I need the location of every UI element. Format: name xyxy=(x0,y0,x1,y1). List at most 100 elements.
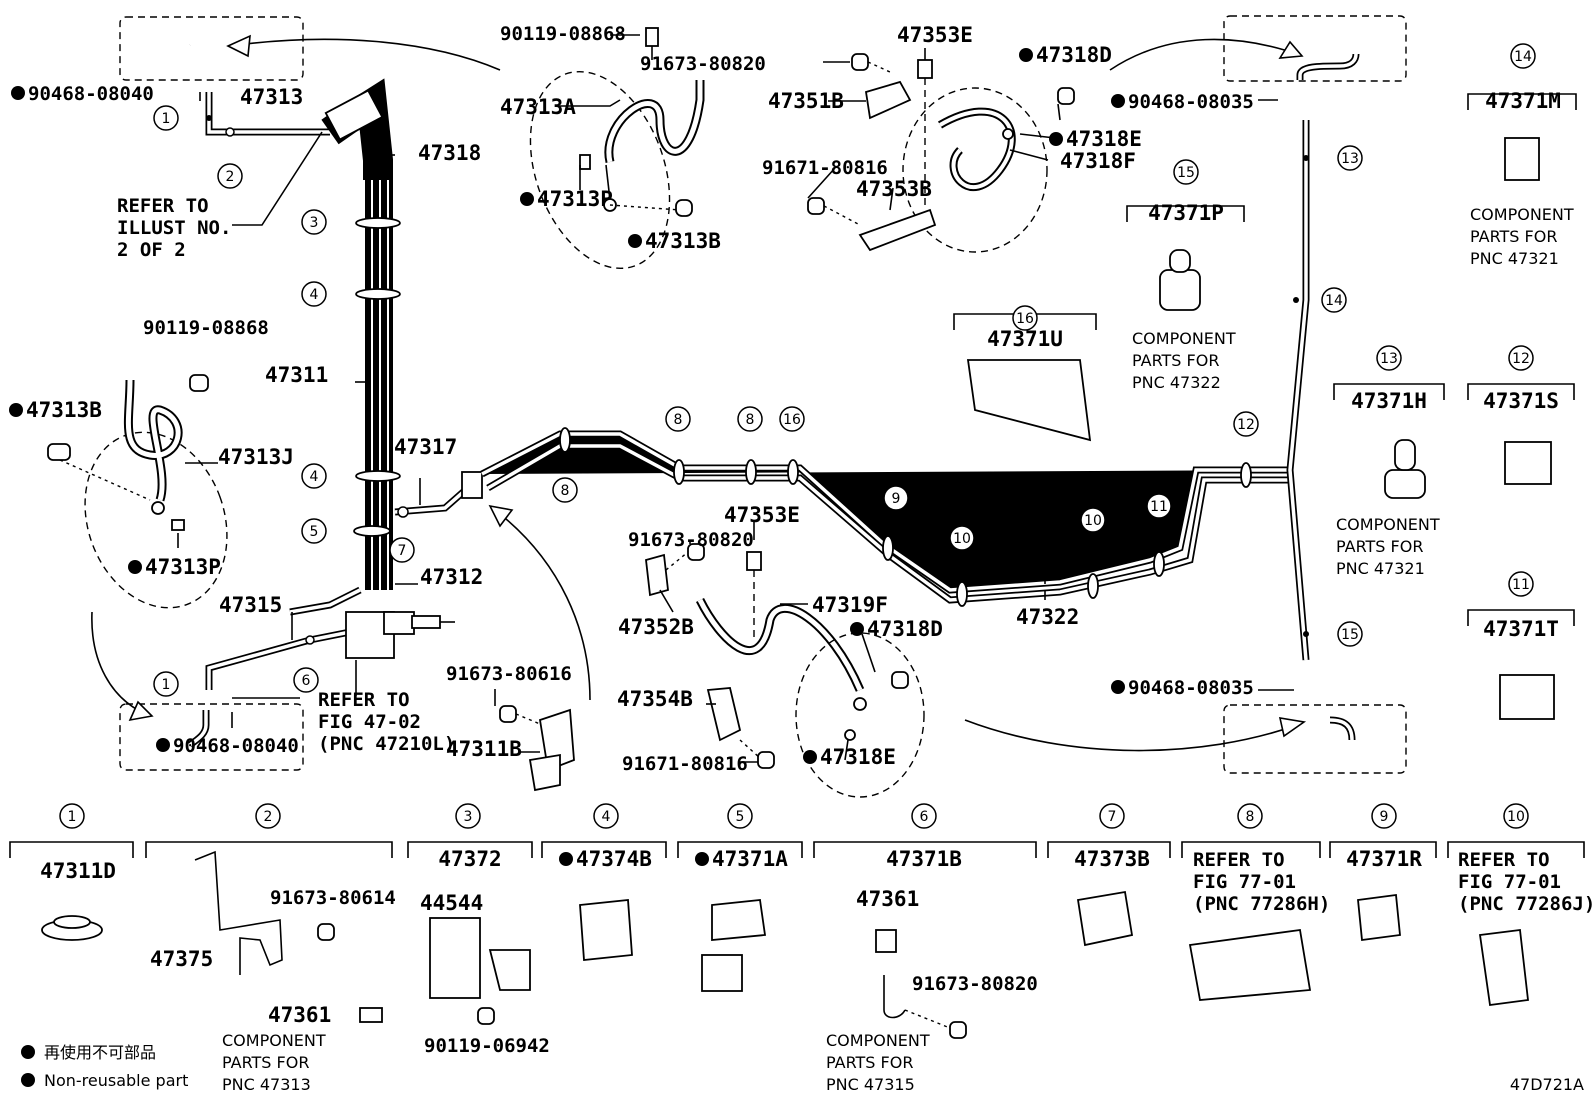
bottom-row-art xyxy=(41,850,1529,1039)
arrow-bottom-right xyxy=(964,719,1301,752)
p-refer-illust-3: 2 OF 2 xyxy=(117,239,186,261)
clip-group-15-note-2: PNC 47322 xyxy=(1132,373,1221,392)
bottom-group-3-callout: 3 xyxy=(455,803,481,829)
clip-group-15-part: 47371P xyxy=(1148,201,1224,225)
tube-47321-47322 xyxy=(480,427,1290,607)
callout-2-1: 2 xyxy=(217,163,243,189)
clip-group-12-part: 47371S xyxy=(1483,389,1559,413)
bottom-group-6-note-1: PARTS FOR xyxy=(826,1053,913,1072)
clip-group-13-note-0: COMPONENT xyxy=(1336,515,1440,534)
legend-en-text: Non-reusable part xyxy=(44,1071,188,1090)
callout-13-17: 13 xyxy=(1337,145,1363,171)
inset-box-top-left xyxy=(119,16,304,81)
p-refer-fig-3: (PNC 47210L) xyxy=(318,733,455,755)
bottom-group-8-refer-0: REFER TO xyxy=(1193,849,1285,871)
bottom-group-5-part: 47371A xyxy=(712,847,788,871)
inset-box-bottom-left xyxy=(119,703,304,771)
callout-8-9-number: 8 xyxy=(746,412,755,428)
p-90468-08040-top-nonreusable-marker xyxy=(11,86,25,100)
p-47313B-top-nonreusable-marker xyxy=(628,234,642,248)
tube-bundle-47311 xyxy=(321,78,401,590)
p-47321: 47321 xyxy=(1016,529,1079,553)
bottom-group-4-callout-number: 4 xyxy=(602,809,611,825)
p-91671-80816-top: 91671-80816 xyxy=(762,157,888,179)
callout-10-13-number: 10 xyxy=(953,531,971,547)
callout-8-8: 8 xyxy=(665,406,691,432)
p-47318E-mid-nonreusable-marker xyxy=(803,750,817,764)
leader-lines xyxy=(177,34,1294,763)
callout-1-20-number: 1 xyxy=(162,677,171,693)
clip-group-14-note-1: PARTS FOR xyxy=(1470,227,1557,246)
bottom-group-2-sub-0: 91673-80614 xyxy=(270,887,396,909)
clip-group-11-callout: 11 xyxy=(1508,571,1534,597)
bottom-group-5-callout: 5 xyxy=(727,803,753,829)
callout-15-19-number: 15 xyxy=(1341,627,1359,643)
clip-group-16-callout: 16 xyxy=(1012,305,1038,331)
tube-47313 xyxy=(205,92,330,137)
p-47352B: 47352B xyxy=(618,615,694,639)
clip-group-13-part: 47371H xyxy=(1351,389,1427,413)
p-refer-illust-2: ILLUST NO. xyxy=(117,217,231,239)
p-47318D-top-nonreusable-marker xyxy=(1019,48,1033,62)
p-refer-fig-2: FIG 47-02 xyxy=(318,711,421,733)
p-47318: 47318 xyxy=(418,141,481,165)
bottom-group-7-callout: 7 xyxy=(1099,803,1125,829)
callout-1-0-number: 1 xyxy=(162,111,171,127)
p-47311B: 47311B xyxy=(446,737,522,761)
bottom-group-9-callout: 9 xyxy=(1371,803,1397,829)
callout-4-3-number: 4 xyxy=(310,287,319,303)
bottom-group-10-refer-0: REFER TO xyxy=(1458,849,1550,871)
p-47313A: 47313A xyxy=(500,95,576,119)
callout-8-8-number: 8 xyxy=(674,412,683,428)
callout-7-7-number: 7 xyxy=(398,543,407,559)
p-47313P-left: 47313P xyxy=(145,555,221,579)
bottom-group-6-callout: 6 xyxy=(911,803,937,829)
clip-group-13-callout-number: 13 xyxy=(1380,351,1398,367)
bottom-group-2-sub-2: 47361 xyxy=(268,1003,331,1027)
clip-group-15-callout-number: 15 xyxy=(1177,165,1195,181)
callout-12-16: 12 xyxy=(1233,411,1259,437)
p-47353E-top: 47353E xyxy=(897,23,973,47)
clip-group-14-callout: 14 xyxy=(1510,43,1536,69)
tube-right-vertical xyxy=(1286,120,1310,661)
p-90468-08035-top: 90468-08035 xyxy=(1128,91,1254,113)
bottom-group-10-callout-number: 10 xyxy=(1507,809,1525,825)
bottom-group-8-callout-number: 8 xyxy=(1246,809,1255,825)
bottom-group-1-callout: 1 xyxy=(59,803,85,829)
clip-group-11-callout-number: 11 xyxy=(1512,577,1530,593)
p-47312: 47312 xyxy=(420,565,483,589)
part-labels: 90119-0886847313A47313P47313B90468-08040… xyxy=(9,23,1592,1094)
p-47313: 47313 xyxy=(240,85,303,109)
clip-group-13-callout: 13 xyxy=(1376,345,1402,371)
callout-10-14-number: 10 xyxy=(1084,513,1102,529)
p-90119-08868-left: 90119-08868 xyxy=(143,317,269,339)
p-47313P-top-nonreusable-marker xyxy=(520,192,534,206)
callout-9-12-number: 9 xyxy=(892,491,901,507)
bracket-47352B xyxy=(645,543,925,798)
callout-16-11-number: 16 xyxy=(783,412,801,428)
bottom-group-4-part: 47374B xyxy=(576,847,652,871)
clip-group-15-callout: 15 xyxy=(1173,159,1199,185)
callout-11-15: 11 xyxy=(1146,493,1172,519)
bottom-group-7-callout-number: 7 xyxy=(1108,809,1117,825)
legend-en-nonreusable-marker xyxy=(21,1073,35,1087)
p-47353B: 47353B xyxy=(856,177,932,201)
arrow-top-right xyxy=(1109,38,1301,71)
bottom-group-7-part: 47373B xyxy=(1074,847,1150,871)
p-91673-80820-mid: 91673-80820 xyxy=(628,529,754,551)
callout-9-12: 9 xyxy=(883,485,909,511)
p-90468-08035-top-nonreusable-marker xyxy=(1111,94,1125,108)
callout-4-3: 4 xyxy=(301,281,327,307)
bottom-group-6-note-2: PNC 47315 xyxy=(826,1075,915,1094)
bottom-group-8-refer-2: (PNC 77286H) xyxy=(1193,893,1330,915)
bottom-group-6-sub-1: 91673-80820 xyxy=(912,973,1038,995)
bottom-group-3-sub-1: 90119-06942 xyxy=(424,1035,550,1057)
legend-jp-nonreusable-marker xyxy=(21,1045,35,1059)
callout-8-10: 8 xyxy=(552,477,578,503)
p-47318F: 47318F xyxy=(1060,149,1136,173)
legend-jp-text: 再使用不可部品 xyxy=(44,1043,156,1062)
p-91671-80816-mid: 91671-80816 xyxy=(622,753,748,775)
bottom-group-1-part: 47311D xyxy=(40,859,116,883)
